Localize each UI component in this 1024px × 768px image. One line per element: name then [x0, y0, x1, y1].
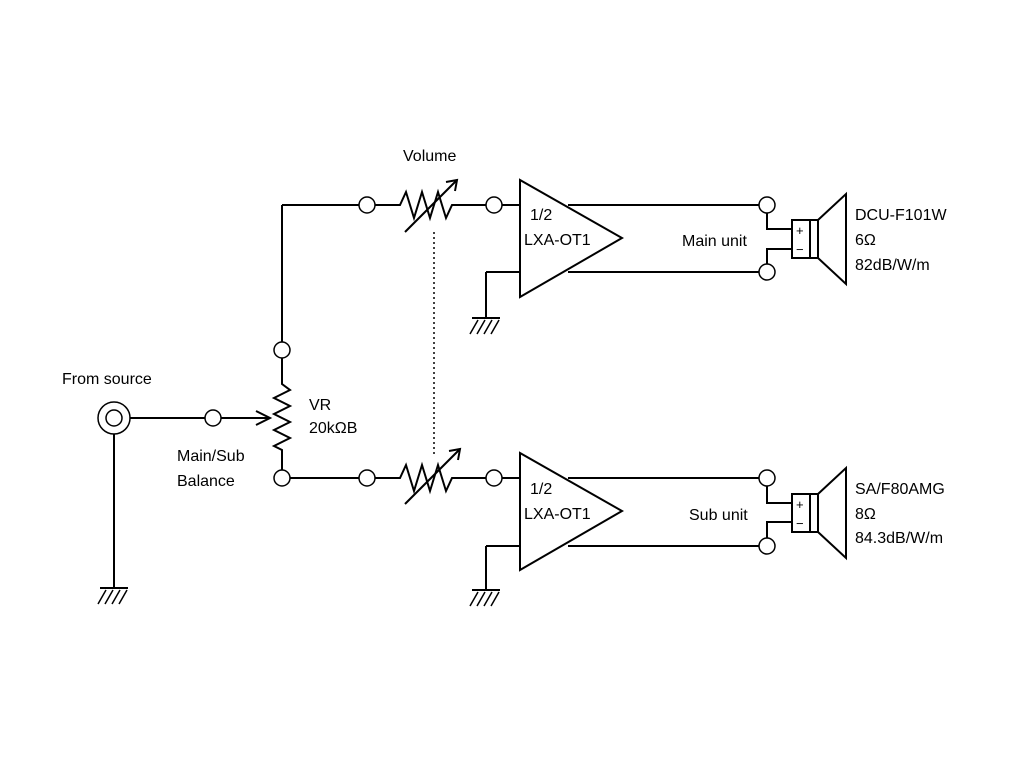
- input-terminal: [204, 409, 222, 427]
- amp-top-model-label: LXA-OT1: [524, 232, 591, 249]
- sub-speaker-polarity-plus: +: [796, 497, 804, 512]
- amp-top-part-label: 1/2: [530, 207, 552, 224]
- volume-bottom-resistor: [375, 461, 486, 495]
- ground-symbol-amp-bottom: [469, 589, 500, 607]
- input-jack: [97, 401, 131, 435]
- out-bottom-pos-terminal: [758, 469, 776, 487]
- vr-value-label: 20kΩB: [309, 420, 357, 437]
- out-top-pos-terminal: [758, 196, 776, 214]
- volume-top-resistor: [375, 188, 486, 222]
- sub-speaker-sensitivity-label: 84.3dB/W/m: [855, 530, 943, 547]
- sub-unit-label: Sub unit: [689, 507, 748, 524]
- balance-label-line2: Balance: [177, 473, 235, 490]
- volume-label: Volume: [403, 148, 456, 165]
- vr-resistor: [271, 358, 293, 470]
- spk-bottom-pos-lead: [766, 486, 792, 504]
- amp-bottom-triangle: [519, 451, 625, 572]
- spk-bottom-neg-lead: [766, 521, 792, 538]
- main-speaker-symbol: [791, 191, 847, 287]
- wiper-arrow: [255, 410, 273, 426]
- volume-bottom-out-terminal: [485, 469, 503, 487]
- volume-top-in-terminal: [358, 196, 376, 214]
- main-speaker-sensitivity-label: 82dB/W/m: [855, 257, 930, 274]
- vr-top-terminal: [273, 341, 291, 359]
- sub-speaker-model-label: SA/F80AMG: [855, 481, 945, 498]
- ground-symbol-amp-top: [469, 317, 500, 335]
- from-source-label: From source: [62, 371, 152, 388]
- main-unit-label: Main unit: [682, 233, 747, 250]
- out-top-neg-terminal: [758, 263, 776, 281]
- sub-speaker-impedance-label: 8Ω: [855, 506, 876, 523]
- vr-bottom-terminal: [273, 469, 291, 487]
- volume-bottom-in-terminal: [358, 469, 376, 487]
- main-speaker-impedance-label: 6Ω: [855, 232, 876, 249]
- ground-symbol-input: [97, 587, 128, 605]
- main-speaker-polarity-minus: −: [796, 242, 804, 257]
- volume-bottom-arrow: [404, 447, 462, 505]
- sub-speaker-polarity-minus: −: [796, 516, 804, 531]
- amp-bottom-part-label: 1/2: [530, 481, 552, 498]
- volume-top-arrow: [404, 178, 459, 233]
- volume-top-out-terminal: [485, 196, 503, 214]
- amp-top-triangle: [519, 178, 625, 299]
- main-speaker-model-label: DCU-F101W: [855, 207, 947, 224]
- main-speaker-polarity-plus: +: [796, 223, 804, 238]
- vr-label: VR: [309, 397, 331, 414]
- balance-label-line1: Main/Sub: [177, 448, 245, 465]
- spk-top-neg-lead: [766, 248, 792, 264]
- out-bottom-neg-terminal: [758, 537, 776, 555]
- amp-bottom-model-label: LXA-OT1: [524, 506, 591, 523]
- spk-top-pos-lead: [766, 213, 792, 230]
- sub-speaker-symbol: [791, 465, 847, 561]
